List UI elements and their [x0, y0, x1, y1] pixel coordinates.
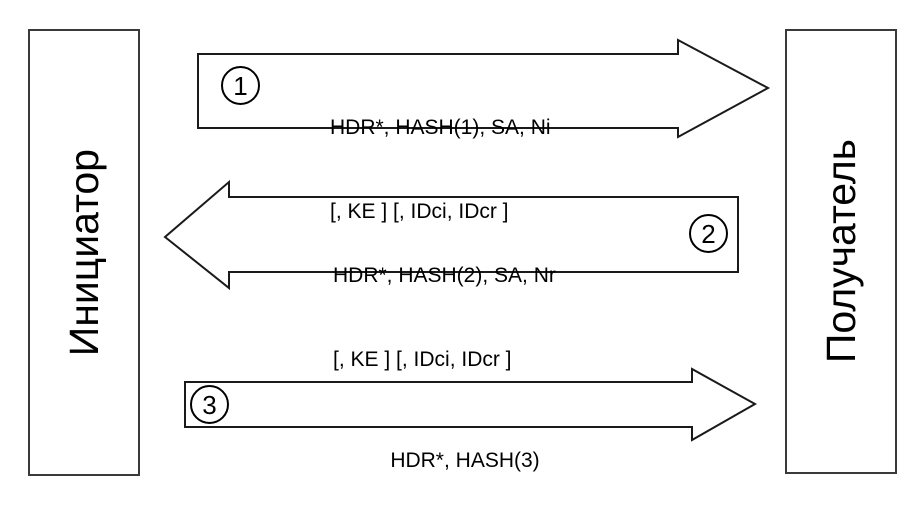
- step-badge-3: 3: [190, 385, 229, 424]
- step-badge-3-label: 3: [202, 389, 217, 420]
- message-text-3: HDR*, HASH(3): [380, 391, 550, 512]
- step-badge-1: 1: [221, 66, 260, 105]
- step-badge-2: 2: [689, 214, 728, 253]
- message-3-line-1: HDR*, HASH(3): [390, 449, 540, 472]
- message-text-2: HDR*, HASH(2), SA, Nr [, KE ] [, IDci, I…: [333, 206, 556, 430]
- party-label-recipient: Получатель: [817, 139, 864, 364]
- party-box-recipient: Получатель: [785, 29, 897, 474]
- message-1-line-2: [, KE ] [, IDci, IDcr ]: [330, 200, 509, 223]
- message-2-line-1: HDR*, HASH(2), SA, Nr: [333, 264, 556, 287]
- step-badge-1-label: 1: [233, 70, 248, 101]
- message-1-line-1: HDR*, HASH(1), SA, Ni: [330, 116, 551, 139]
- party-label-initiator: Инициатор: [60, 148, 107, 357]
- message-text-1: HDR*, HASH(1), SA, Ni [, KE ] [, IDci, I…: [330, 58, 551, 282]
- step-badge-2-label: 2: [701, 218, 716, 249]
- party-box-initiator: Инициатор: [28, 29, 140, 476]
- message-2-line-2: [, KE ] [, IDci, IDcr ]: [333, 348, 512, 371]
